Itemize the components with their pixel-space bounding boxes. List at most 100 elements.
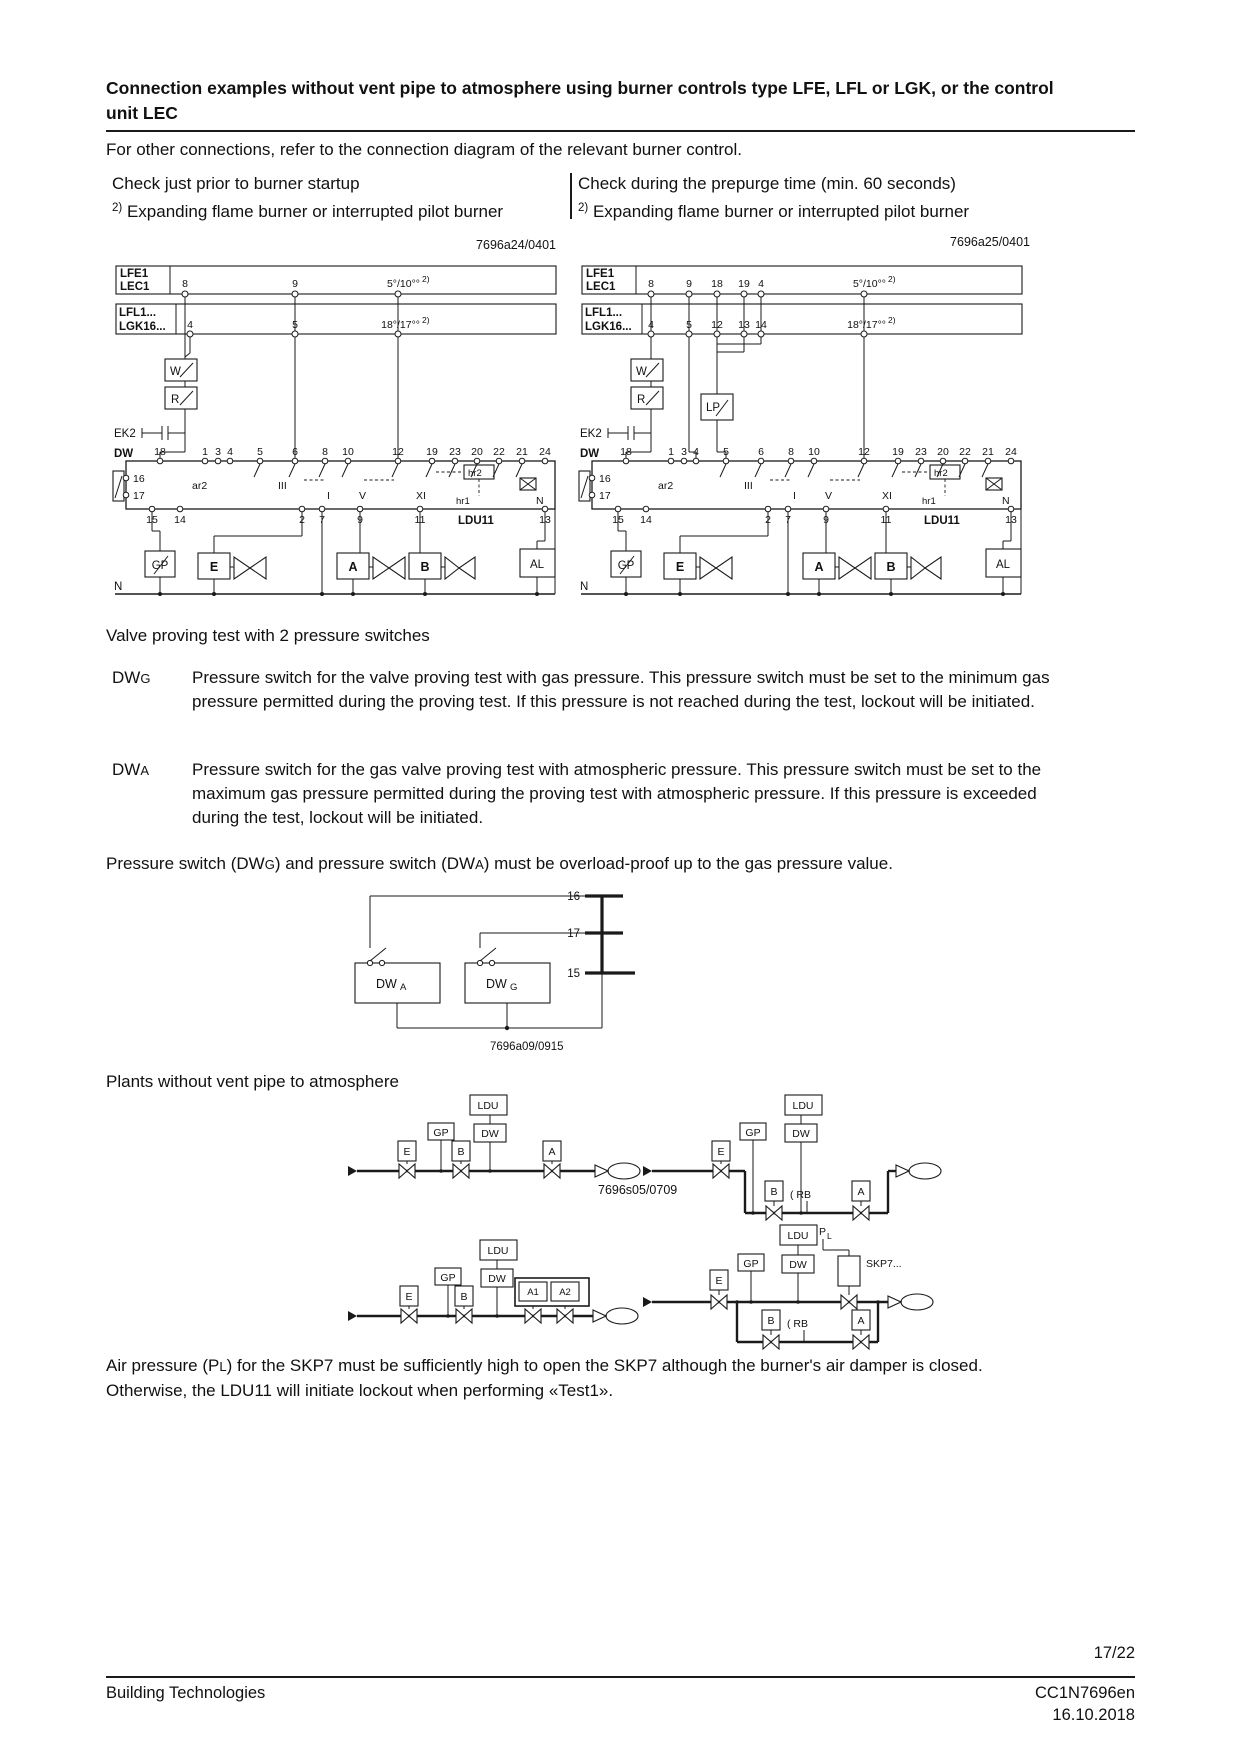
air-pressure-label: P — [819, 1226, 826, 1238]
valve-e-box — [711, 1140, 731, 1162]
plant-diagram-1: LDU DW GP E B A — [348, 1094, 641, 1180]
svg-text:13: 13 — [738, 319, 750, 331]
svg-text:4: 4 — [758, 278, 764, 290]
svg-text:A: A — [857, 1186, 864, 1198]
svg-text:16: 16 — [567, 891, 580, 903]
burner-control-boxes — [581, 265, 1023, 335]
svg-text:LDU: LDU — [792, 1100, 813, 1112]
valve-icon — [924, 555, 942, 581]
svg-text:B: B — [770, 1186, 777, 1198]
svg-text:LDU: LDU — [487, 1245, 508, 1257]
control-label: LEC1 — [586, 281, 616, 293]
svg-text:I: I — [327, 490, 330, 502]
svg-text:LDU11: LDU11 — [458, 515, 494, 527]
valve-a1-box — [518, 1281, 548, 1302]
control-label: LGK16... — [119, 321, 166, 333]
svg-text:2): 2) — [888, 315, 896, 325]
svg-text:16: 16 — [133, 473, 145, 485]
svg-text:DW: DW — [114, 448, 133, 460]
svg-text:N: N — [536, 495, 544, 507]
valve-icon — [233, 555, 251, 581]
svg-text:4: 4 — [693, 446, 699, 458]
svg-text:E: E — [405, 1291, 412, 1303]
diagram-b-ref: 7696a25/0401 — [950, 235, 1030, 249]
valve-e-box — [709, 1269, 729, 1291]
column-divider — [570, 173, 572, 219]
svg-text:G: G — [510, 982, 517, 993]
svg-text:15: 15 — [146, 514, 158, 526]
svg-text:ar2: ar2 — [658, 480, 673, 492]
dw-box — [480, 1268, 514, 1288]
valve-icon — [388, 555, 406, 581]
plant-diagram-3: LDU DW GP E B A1 A2 — [348, 1239, 639, 1325]
svg-text:E: E — [210, 560, 218, 574]
svg-text:B: B — [460, 1291, 467, 1303]
svg-text:10: 10 — [808, 446, 820, 458]
svg-text:7: 7 — [319, 514, 325, 526]
svg-text:B: B — [457, 1146, 464, 1158]
svg-text:21: 21 — [516, 446, 528, 458]
svg-text:22: 22 — [493, 446, 505, 458]
valve-e-box — [399, 1285, 419, 1307]
svg-text:7: 7 — [785, 514, 791, 526]
svg-text:B: B — [886, 560, 895, 574]
svg-text:A: A — [857, 1315, 864, 1327]
svg-text:E: E — [715, 1275, 722, 1287]
svg-text:17: 17 — [567, 928, 580, 940]
valve-b-box — [451, 1140, 471, 1162]
thermostat-w-box — [164, 358, 198, 382]
svg-text:16: 16 — [599, 473, 611, 485]
svg-text:13: 13 — [539, 514, 551, 526]
dwg-term: DWG — [112, 668, 151, 687]
air-pressure-note: Air pressure (PL) for the SKP7 must be s… — [106, 1356, 983, 1400]
control-label: LFL1... — [119, 307, 156, 319]
ldu-box — [784, 1094, 823, 1116]
plant-diagram-4: LDU DW GP E SKP7... P L B A ( RB — [643, 1224, 934, 1350]
alarm-box — [519, 548, 556, 578]
flow-arrow-icon — [643, 1166, 652, 1176]
svg-text:10: 10 — [342, 446, 354, 458]
ldu11-housing — [591, 460, 1022, 510]
valve-icons — [398, 1162, 561, 1180]
flame-icon — [607, 1162, 641, 1180]
svg-text:LDU: LDU — [787, 1230, 808, 1242]
svg-text:DW: DW — [488, 1273, 506, 1285]
valve-icons — [710, 1293, 870, 1350]
svg-text:1: 1 — [668, 446, 674, 458]
rb-label: ( RB — [787, 1318, 808, 1330]
ldu-box — [469, 1094, 508, 1116]
valve-b-box — [761, 1309, 781, 1331]
svg-text:R: R — [171, 394, 179, 406]
wires — [581, 294, 1022, 595]
svg-text:8: 8 — [322, 446, 328, 458]
svg-text:8: 8 — [182, 278, 188, 290]
svg-text:6: 6 — [758, 446, 764, 458]
svg-text:3: 3 — [215, 446, 221, 458]
svg-text:17: 17 — [133, 490, 145, 502]
svg-text:XI: XI — [416, 490, 426, 502]
valve-icons — [712, 1162, 870, 1222]
svg-text:B: B — [767, 1315, 774, 1327]
svg-text:A1: A1 — [527, 1287, 539, 1298]
svg-text:14: 14 — [174, 514, 186, 526]
svg-text:XI: XI — [882, 490, 892, 502]
valve-b-box — [764, 1180, 784, 1202]
svg-text:9: 9 — [823, 514, 829, 526]
footer-doc-id: CC1N7696en — [1035, 1684, 1135, 1702]
thermostat-r-box — [164, 386, 198, 410]
skp7-label: SKP7... — [866, 1258, 902, 1270]
gp-box — [739, 1122, 767, 1141]
svg-text:2): 2) — [888, 274, 896, 284]
svg-text:3: 3 — [681, 446, 687, 458]
svg-text:12: 12 — [858, 446, 870, 458]
thermostat-w-box — [630, 358, 664, 382]
footer-date: 16.10.2018 — [1052, 1706, 1135, 1724]
dwg-box — [464, 962, 551, 1004]
svg-text:14: 14 — [755, 319, 767, 331]
svg-text:5: 5 — [292, 319, 298, 331]
dwa-definition: Pressure switch for the gas valve provin… — [192, 760, 1042, 827]
svg-text:8: 8 — [788, 446, 794, 458]
valve-icon — [838, 555, 856, 581]
gp-box — [144, 550, 176, 578]
footer-org: Building Technologies — [106, 1684, 266, 1702]
